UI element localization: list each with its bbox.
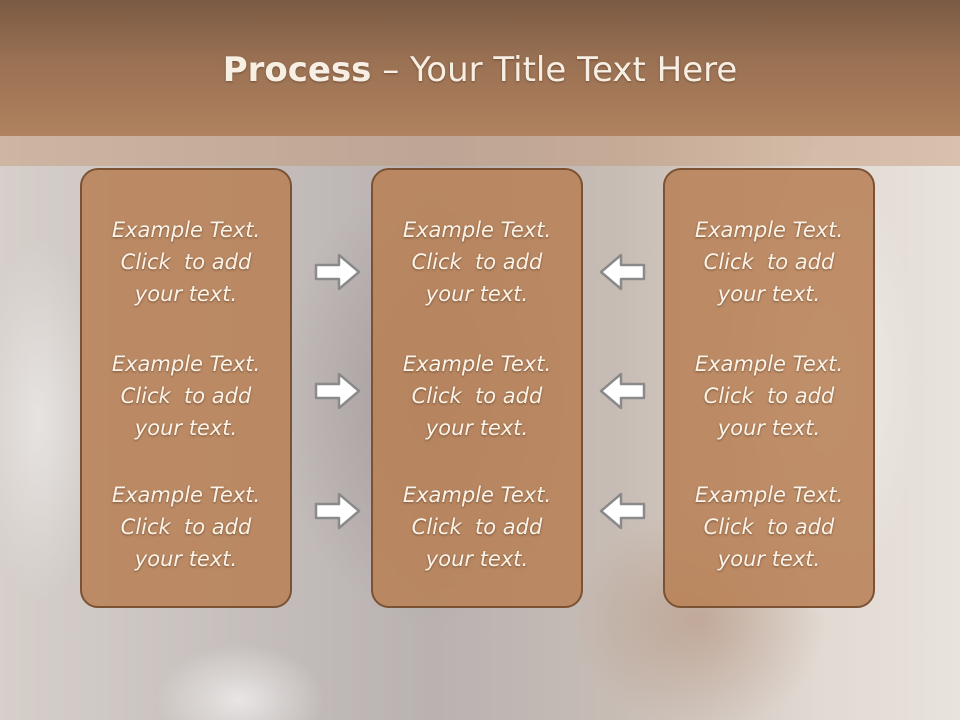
panel-text-block[interactable]: Example Text. Click to add your text.	[665, 479, 873, 575]
arrow-left-icon[interactable]	[598, 491, 646, 531]
panel-text-block[interactable]: Example Text. Click to add your text.	[82, 479, 290, 575]
text-line: Example Text.	[402, 483, 552, 507]
text-line: Example Text.	[402, 218, 552, 242]
text-line: your text.	[717, 282, 821, 306]
text-line: your text.	[134, 416, 238, 440]
text-line: your text.	[425, 547, 529, 571]
slide-title[interactable]: Process – Your Title Text Here	[0, 50, 960, 90]
panel-text-block[interactable]: Example Text. Click to add your text.	[82, 214, 290, 310]
text-line: Click to add	[703, 384, 835, 408]
slide-title-bold: Process	[222, 50, 372, 90]
text-line: Example Text.	[402, 352, 552, 376]
text-line: Example Text.	[694, 483, 844, 507]
panel-text-block[interactable]: Example Text. Click to add your text.	[373, 479, 581, 575]
process-panel-right[interactable]: Example Text. Click to add your text. Ex…	[663, 168, 875, 608]
text-line: Click to add	[703, 250, 835, 274]
process-panel-center[interactable]: Example Text. Click to add your text. Ex…	[371, 168, 583, 608]
text-line: your text.	[425, 282, 529, 306]
text-line: Click to add	[120, 250, 252, 274]
title-bar-band	[0, 136, 960, 166]
arrow-right-icon[interactable]	[314, 491, 362, 531]
text-line: Example Text.	[694, 218, 844, 242]
text-line: your text.	[134, 282, 238, 306]
text-line: Example Text.	[111, 483, 261, 507]
arrow-left-icon[interactable]	[598, 252, 646, 292]
text-line: Example Text.	[111, 352, 261, 376]
panel-text-block[interactable]: Example Text. Click to add your text.	[665, 348, 873, 444]
text-line: Click to add	[411, 250, 543, 274]
arrow-right-icon[interactable]	[314, 252, 362, 292]
text-line: your text.	[717, 416, 821, 440]
text-line: Click to add	[703, 515, 835, 539]
slide-title-rest: – Your Title Text Here	[371, 50, 738, 90]
text-line: Click to add	[120, 515, 252, 539]
text-line: Click to add	[120, 384, 252, 408]
text-line: Example Text.	[694, 352, 844, 376]
text-line: your text.	[717, 547, 821, 571]
arrow-left-icon[interactable]	[598, 371, 646, 411]
text-line: your text.	[134, 547, 238, 571]
panel-text-block[interactable]: Example Text. Click to add your text.	[82, 348, 290, 444]
text-line: Click to add	[411, 384, 543, 408]
panel-text-block[interactable]: Example Text. Click to add your text.	[665, 214, 873, 310]
text-line: Example Text.	[111, 218, 261, 242]
text-line: your text.	[425, 416, 529, 440]
process-panel-left[interactable]: Example Text. Click to add your text. Ex…	[80, 168, 292, 608]
panel-text-block[interactable]: Example Text. Click to add your text.	[373, 348, 581, 444]
text-line: Click to add	[411, 515, 543, 539]
panel-text-block[interactable]: Example Text. Click to add your text.	[373, 214, 581, 310]
arrow-right-icon[interactable]	[314, 371, 362, 411]
title-bar	[0, 0, 960, 136]
